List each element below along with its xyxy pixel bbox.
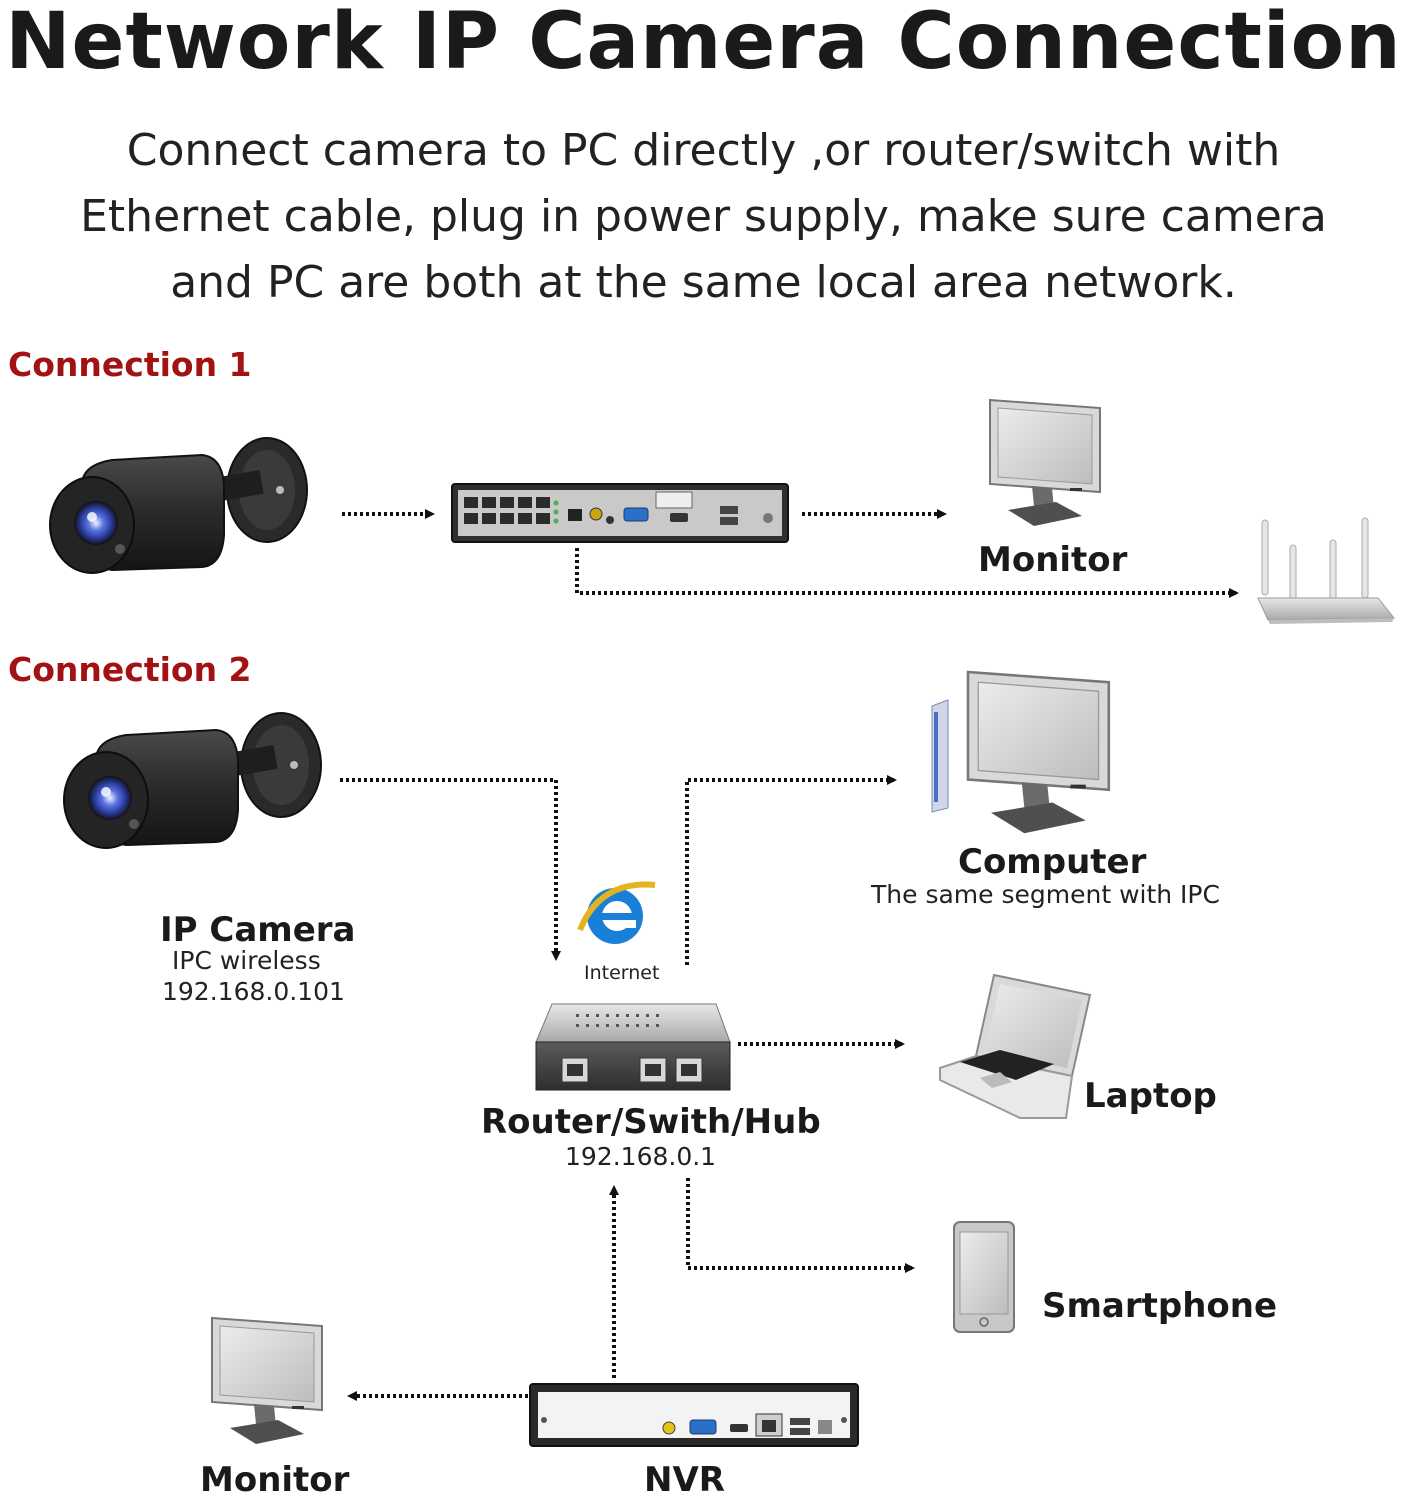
c1-camera-image [49, 437, 308, 574]
c1-arrows [342, 509, 1239, 598]
router-ip: 192.168.0.1 [565, 1142, 717, 1171]
computer-label: Computer [958, 842, 1147, 882]
c2-arrows [340, 775, 915, 1401]
c2-monitor-label: Monitor [200, 1460, 350, 1500]
ip-camera-sub: IPC wireless [172, 946, 321, 975]
page-title: Network IP Camera Connection [5, 0, 1402, 87]
c2-monitor-image [211, 1317, 323, 1445]
c1-nvr-image [451, 483, 789, 543]
c1-monitor-label: Monitor [978, 540, 1128, 580]
intro-line-1: Connect camera to PC directly ,or router… [126, 125, 1281, 176]
intro-line-2: Ethernet cable, plug in power supply, ma… [80, 191, 1327, 242]
c2-camera-image [63, 712, 322, 849]
smartphone-label: Smartphone [1042, 1286, 1278, 1326]
nvr-label: NVR [644, 1460, 725, 1500]
router-switch-image [535, 1003, 731, 1091]
connection-1-heading: Connection 1 [8, 345, 252, 384]
c2-nvr-image [529, 1383, 859, 1447]
c1-monitor-image [989, 399, 1101, 527]
c1-wifi-router-image [1257, 517, 1396, 624]
smartphone-image [953, 1221, 1015, 1333]
laptop-label: Laptop [1084, 1076, 1217, 1116]
intro-text: Connect camera to PC directly ,or router… [0, 118, 1407, 316]
ip-camera-label: IP Camera [160, 910, 356, 950]
connection-2-heading: Connection 2 [8, 650, 252, 689]
computer-sub: The same segment with IPC [871, 880, 1220, 909]
router-label: Router/Swith/Hub [481, 1102, 821, 1142]
computer-image [931, 670, 1111, 835]
ip-camera-ip: 192.168.0.101 [162, 977, 345, 1006]
internet-icon [577, 881, 656, 944]
laptop-image [939, 973, 1092, 1119]
intro-line-3: and PC are both at the same local area n… [170, 257, 1237, 308]
internet-label: Internet [584, 962, 660, 984]
